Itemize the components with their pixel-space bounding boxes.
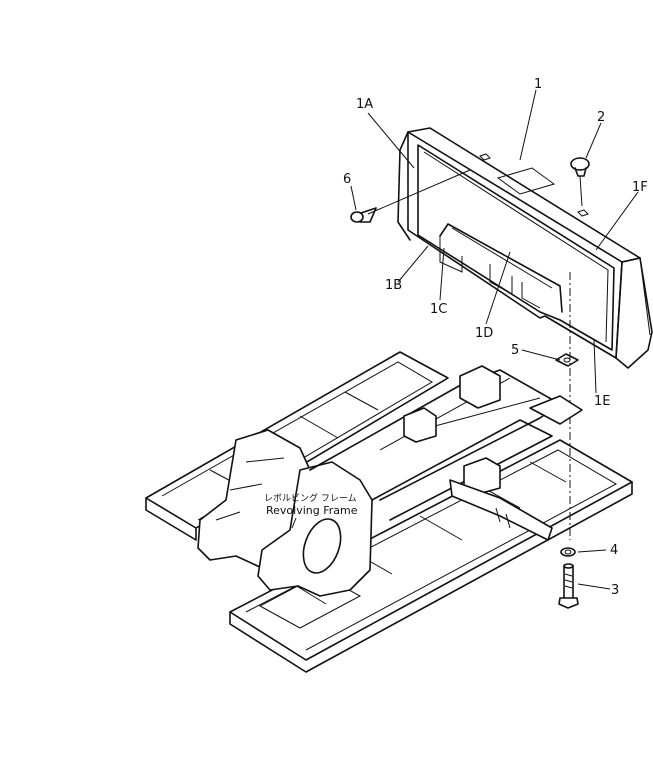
label-part-1f: 1F: [632, 180, 648, 195]
pin-part: [350, 207, 377, 223]
label-part-6: 6: [343, 172, 351, 187]
bolt-part: [558, 563, 579, 609]
label-part-3: 3: [611, 583, 619, 598]
label-part-1e: 1E: [594, 394, 611, 409]
label-part-1c: 1C: [430, 302, 447, 317]
frame-caption-english: Revolving Frame: [266, 504, 358, 517]
label-part-1: 1: [534, 77, 542, 92]
cap-part: [570, 157, 590, 177]
label-part-2: 2: [597, 110, 605, 125]
revolving-frame-part: [145, 351, 633, 673]
label-part-1d: 1D: [475, 326, 493, 341]
label-part-1b: 1B: [385, 278, 402, 293]
frame-caption-japanese: レボルビング フレーム: [264, 492, 357, 504]
counterweight-part: [397, 127, 653, 369]
label-part-4: 4: [610, 543, 618, 558]
leader-lines: [350, 89, 639, 590]
lock-washer-part: [560, 547, 576, 557]
label-part-5: 5: [511, 343, 519, 358]
label-part-1a: 1A: [356, 97, 373, 112]
